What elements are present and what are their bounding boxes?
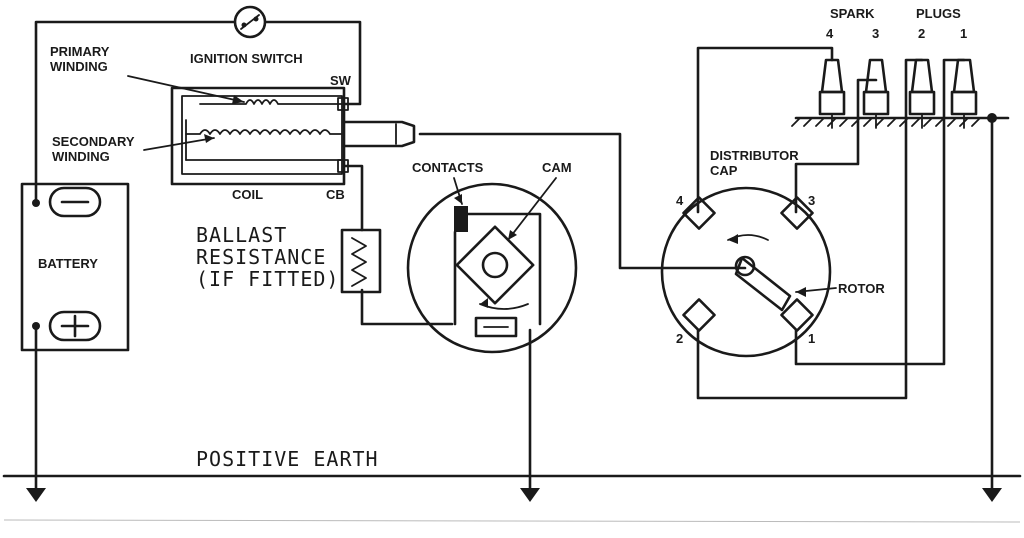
condenser xyxy=(474,316,518,338)
rotor-centre xyxy=(734,255,756,277)
label-coil: COIL xyxy=(232,187,263,202)
label-plug-3: 3 xyxy=(872,26,879,41)
label-plug-2: 2 xyxy=(918,26,925,41)
coil-inner xyxy=(181,95,343,175)
label-spark: SPARK xyxy=(830,6,875,21)
plug-4 xyxy=(818,58,846,129)
battery xyxy=(20,182,130,352)
label-positive-earth: POSITIVE EARTH xyxy=(196,447,379,471)
segment-4 xyxy=(682,196,716,230)
label-cam: CAM xyxy=(542,160,572,175)
distributor-cap xyxy=(660,186,837,358)
label-battery: BATTERY xyxy=(38,256,98,271)
positive-terminal xyxy=(48,310,102,342)
label-cb: CB xyxy=(326,187,345,202)
coil xyxy=(170,86,416,186)
label-seg-4: 4 xyxy=(676,193,684,208)
terminal-cb xyxy=(337,159,349,173)
lead-plug-4 xyxy=(696,46,834,214)
wiring xyxy=(2,20,1022,490)
cap-circle xyxy=(660,186,832,358)
contact-arm xyxy=(466,212,542,326)
segment-1 xyxy=(780,298,814,332)
segment-2 xyxy=(682,298,716,332)
ht-lead-to-rotor xyxy=(418,132,747,270)
label-plug-1: 1 xyxy=(960,26,967,41)
label-sw: SW xyxy=(330,73,352,88)
cam-lobe xyxy=(455,225,535,305)
contacts-points xyxy=(454,206,468,232)
earth-symbol-right xyxy=(982,488,1002,502)
wire-battery-to-switch xyxy=(34,20,236,202)
segment-3 xyxy=(780,196,814,230)
arrow-primary xyxy=(127,75,245,103)
arrow-secondary xyxy=(143,137,215,151)
wire-ballast-to-contacts xyxy=(360,288,454,326)
rotor-arm xyxy=(734,256,792,312)
ballast-resistor xyxy=(340,228,382,294)
label-seg-1: 1 xyxy=(808,331,815,346)
lead-plug-1 xyxy=(794,58,966,366)
annotation-arrows xyxy=(127,75,245,151)
plug-1 xyxy=(950,58,978,129)
label-contacts: CONTACTS xyxy=(412,160,484,175)
ignition-switch xyxy=(233,5,267,39)
ballast-box xyxy=(340,228,382,294)
plug-2 xyxy=(908,58,936,129)
earth-symbol-left xyxy=(26,488,46,502)
negative-terminal xyxy=(48,186,102,218)
label-seg-2: 2 xyxy=(676,331,683,346)
lead-plug-2 xyxy=(696,58,924,400)
wire-switch-to-sw xyxy=(264,20,362,106)
label-plugs: PLUGS xyxy=(916,6,961,21)
label-plug-4: 4 xyxy=(826,26,834,41)
battery-case xyxy=(20,182,130,352)
wire-cb-to-ballast xyxy=(343,164,364,232)
earth-symbols xyxy=(3,488,1021,523)
terminal-sw xyxy=(337,97,349,111)
label-rotor: ROTOR xyxy=(838,281,885,296)
coil-housing xyxy=(170,86,346,186)
spark-plugs xyxy=(791,58,1010,129)
primary-coil xyxy=(199,99,343,105)
switch-circle xyxy=(233,5,267,39)
plug-3 xyxy=(862,58,890,129)
lead-plug-3 xyxy=(794,78,878,214)
cam-centre xyxy=(481,251,509,279)
coil-ht-tower xyxy=(342,120,416,148)
label-ignition-switch: IGNITION SWITCH xyxy=(190,51,303,66)
secondary-coil xyxy=(185,129,343,135)
label-seg-3: 3 xyxy=(808,193,815,208)
distributor-body xyxy=(406,182,578,354)
contact-breaker xyxy=(406,177,578,354)
earth-symbol-centre xyxy=(520,488,540,502)
